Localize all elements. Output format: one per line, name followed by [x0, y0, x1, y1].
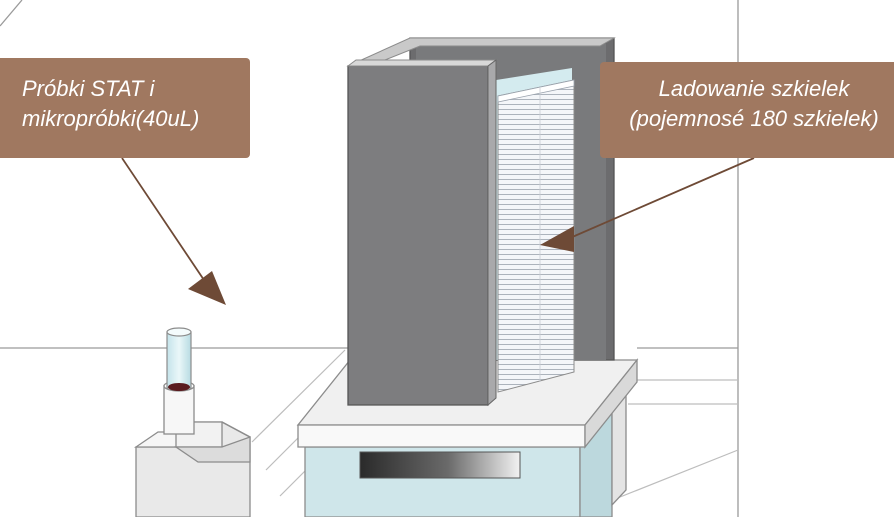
- arrow-head-icon: [188, 271, 226, 305]
- test-tube-icon: [166, 327, 192, 391]
- callout-leader-lines: [121, 157, 755, 287]
- stat-sample-holder: [133, 380, 251, 517]
- callout-stat-line1: Próbki STAT i: [22, 76, 155, 101]
- callout-loading-line1: Ladowanie szkielek: [658, 76, 850, 101]
- arrow-head-icon: [540, 226, 574, 252]
- callout-stat-line2: mikropróbki(40uL): [22, 106, 200, 131]
- callout-loading-line2: (pojemnosé 180 szkielek): [629, 106, 879, 131]
- cabinet-front-panel: [346, 59, 498, 407]
- slide-stack: [497, 79, 575, 393]
- callout-slide-loading: Ladowanie szkielek (pojemnosé 180 szkiel…: [600, 62, 894, 158]
- callout-stat-samples: Próbki STAT i mikropróbki(40uL): [0, 58, 250, 158]
